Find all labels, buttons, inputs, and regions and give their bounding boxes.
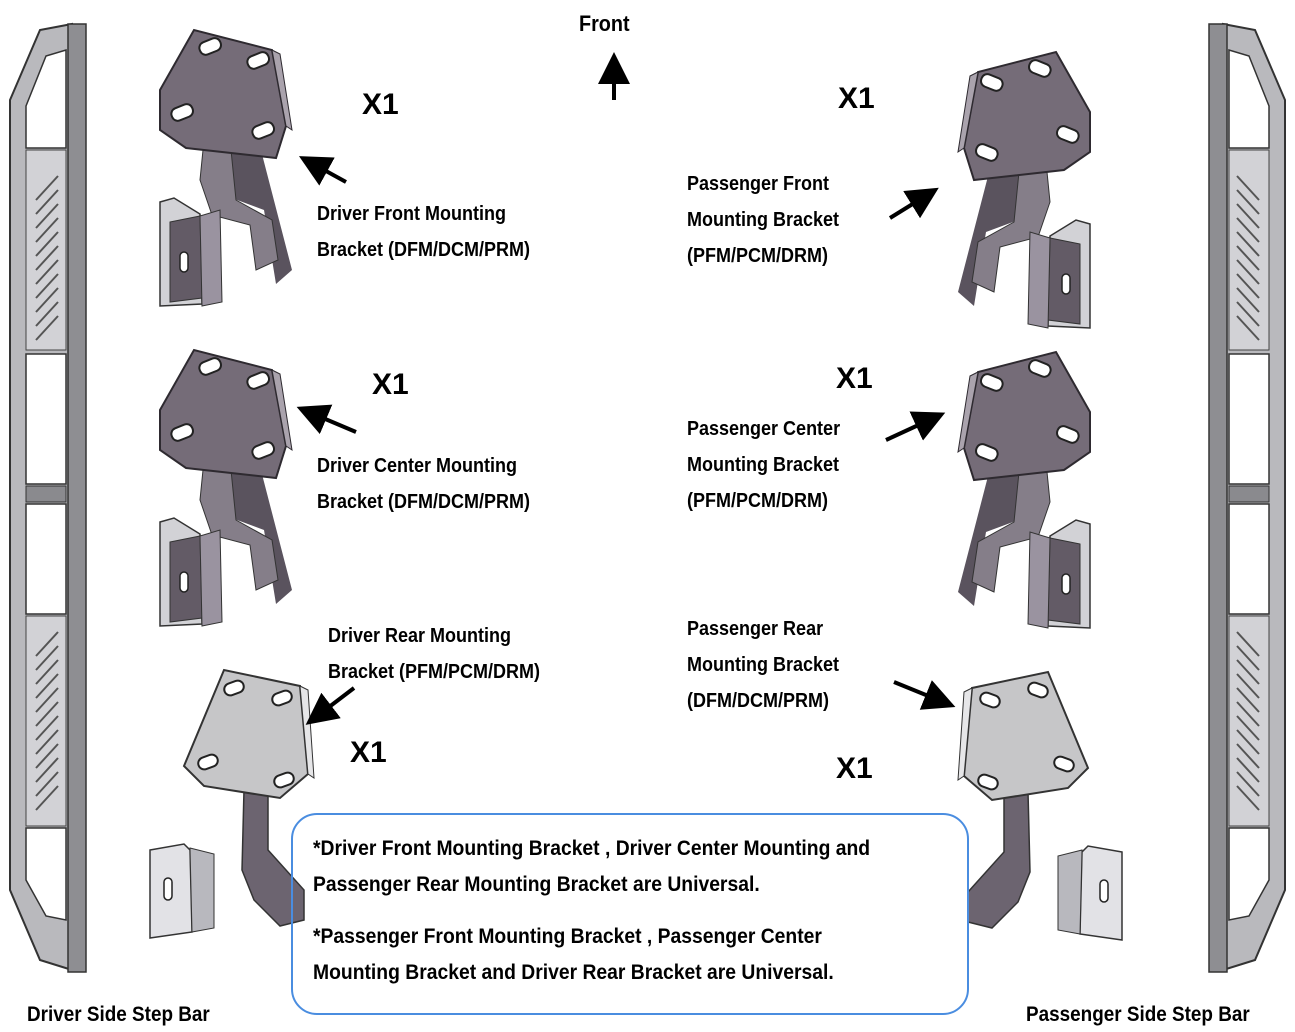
passenger-rear-label: Passenger Rear Mounting Bracket (DFM/DCM…: [687, 618, 840, 712]
passenger-front-bracket-illustration: [957, 51, 1091, 329]
universal-note-box: *Driver Front Mounting Bracket , Driver …: [291, 813, 969, 1015]
driver-rear-qty: X1: [350, 736, 387, 769]
passenger-center-label: Passenger Center Mounting Bracket (PFM/P…: [687, 418, 841, 512]
driver-center-pointer-arrow: [296, 404, 357, 435]
driver-rear-pointer-arrow: [305, 686, 356, 725]
driver-rear-label: Driver Rear Mounting Bracket (PFM/PCM/DR…: [328, 625, 541, 683]
passenger-front-label: Passenger Front Mounting Bracket (PFM/PC…: [687, 173, 840, 267]
passenger-step-bar-label: Passenger Side Step Bar: [1026, 1003, 1250, 1026]
passenger-rear-pointer-arrow: [893, 680, 956, 710]
driver-front-pointer-arrow: [298, 156, 347, 186]
universal-note-2: *Passenger Front Mounting Bracket , Pass…: [313, 925, 834, 984]
passenger-center-qty: X1: [836, 362, 873, 395]
passenger-center-bracket-illustration: [957, 351, 1091, 629]
passenger-step-bar-illustration: [1208, 23, 1286, 973]
driver-center-label: Driver Center Mounting Bracket (DFM/DCM/…: [317, 455, 531, 513]
passenger-center-pointer-arrow: [885, 411, 946, 442]
front-label: Front: [579, 11, 630, 36]
driver-step-bar-illustration: [9, 23, 87, 973]
passenger-front-qty: X1: [838, 82, 875, 115]
driver-rear-bracket-illustration: [149, 669, 315, 939]
universal-note-1: *Driver Front Mounting Bracket , Driver …: [313, 837, 871, 896]
driver-front-label: Driver Front Mounting Bracket (DFM/DCM/P…: [317, 203, 531, 261]
passenger-rear-qty: X1: [836, 752, 873, 785]
driver-front-bracket-illustration: [159, 29, 293, 307]
driver-center-bracket-illustration: [159, 349, 293, 627]
passenger-front-pointer-arrow: [888, 187, 939, 220]
driver-center-qty: X1: [372, 368, 409, 401]
driver-step-bar-label: Driver Side Step Bar: [27, 1003, 210, 1026]
passenger-rear-bracket-illustration: [957, 671, 1123, 941]
driver-front-qty: X1: [362, 88, 399, 121]
